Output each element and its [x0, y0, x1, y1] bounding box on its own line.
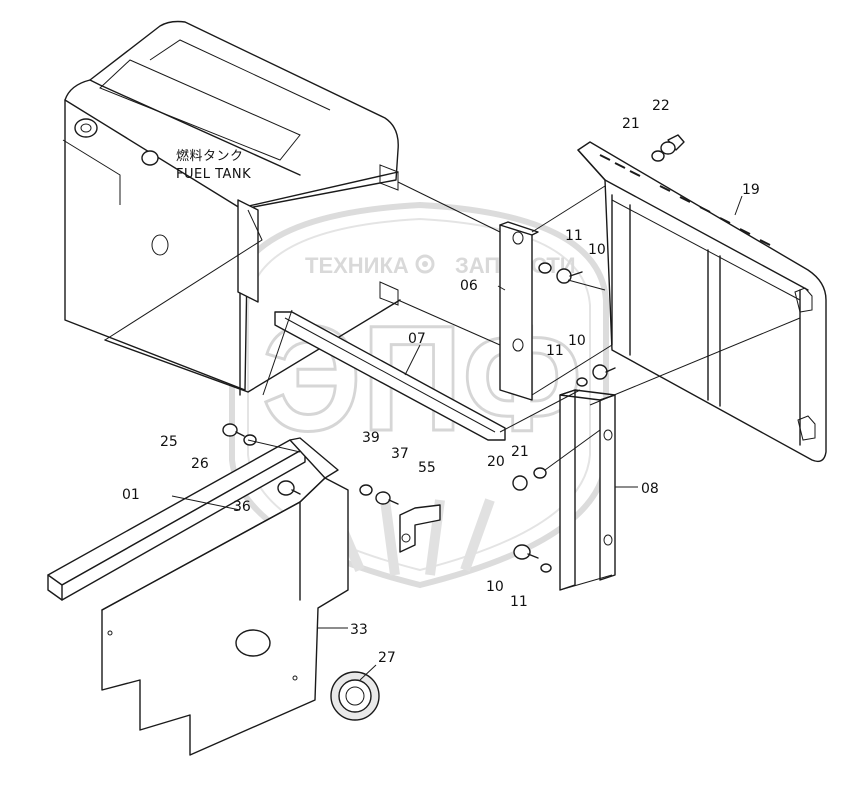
gear-icon: [415, 254, 435, 274]
bolt-25-icon: [222, 423, 245, 437]
part-label: 26: [191, 456, 209, 472]
watermark-monogram: ЭПФ: [262, 294, 582, 462]
frame-01: [47, 437, 339, 601]
part-label: 25: [160, 434, 178, 450]
bracket-55: [399, 504, 441, 553]
cover-33: [101, 477, 349, 756]
part-label: 11: [565, 228, 583, 244]
part-label: 21: [511, 444, 529, 460]
bolt-10-bottom-icon: [513, 544, 539, 560]
tank-label-english: FUEL TANK: [176, 167, 251, 182]
radiator-panel-19: [577, 141, 827, 463]
part-label: 11: [510, 594, 528, 610]
part-label: 01: [122, 487, 140, 503]
fasteners: [222, 134, 685, 573]
bolt-10-mid-icon: [592, 364, 616, 380]
washer-11-icon: [538, 262, 552, 274]
part-label: 06: [460, 278, 478, 294]
bolt-22-icon: [660, 134, 685, 155]
grommet-27: [330, 671, 380, 721]
bracket-07: [274, 311, 506, 441]
tank-cap-icon: [74, 118, 159, 166]
part-label: 11: [546, 343, 564, 359]
part-label: 22: [652, 98, 670, 114]
part-label: 10: [588, 242, 606, 258]
part-label: 36: [233, 499, 251, 515]
washer-21-icon: [651, 150, 665, 162]
part-labels: 22 21 19 11 10 06 07 11 10 25 26 39 37 5…: [122, 98, 760, 666]
washer-11-bottom-icon: [540, 563, 552, 573]
bracket-06: [499, 221, 539, 401]
part-label: 33: [350, 622, 368, 638]
washer-21-lower-icon: [533, 467, 547, 479]
bolt-36-icon: [277, 480, 301, 496]
part-label: 37: [391, 446, 409, 462]
tank-label-japanese: 燃料タンク: [176, 148, 244, 164]
washer-39-icon: [359, 484, 373, 496]
part-label: 19: [742, 182, 760, 198]
part-label: 20: [487, 454, 505, 470]
watermark-left-word: ТЕХНИКА: [305, 253, 409, 278]
nut-20-icon: [512, 475, 528, 491]
washer-11-mid-icon: [576, 377, 588, 387]
part-label: 27: [378, 650, 396, 666]
part-label: 21: [622, 116, 640, 132]
part-label: 10: [568, 333, 586, 349]
bolt-10-icon: [556, 268, 583, 284]
part-label: 55: [418, 460, 436, 476]
fuel-tank: 燃料タンク FUEL TANK: [62, 20, 401, 396]
leader-lines: [104, 181, 801, 681]
part-label: 08: [641, 481, 659, 497]
bolt-37-icon: [375, 491, 399, 505]
part-label: 10: [486, 579, 504, 595]
part-label: 39: [362, 430, 380, 446]
bracket-08: [559, 389, 616, 591]
part-label: 07: [408, 331, 426, 347]
